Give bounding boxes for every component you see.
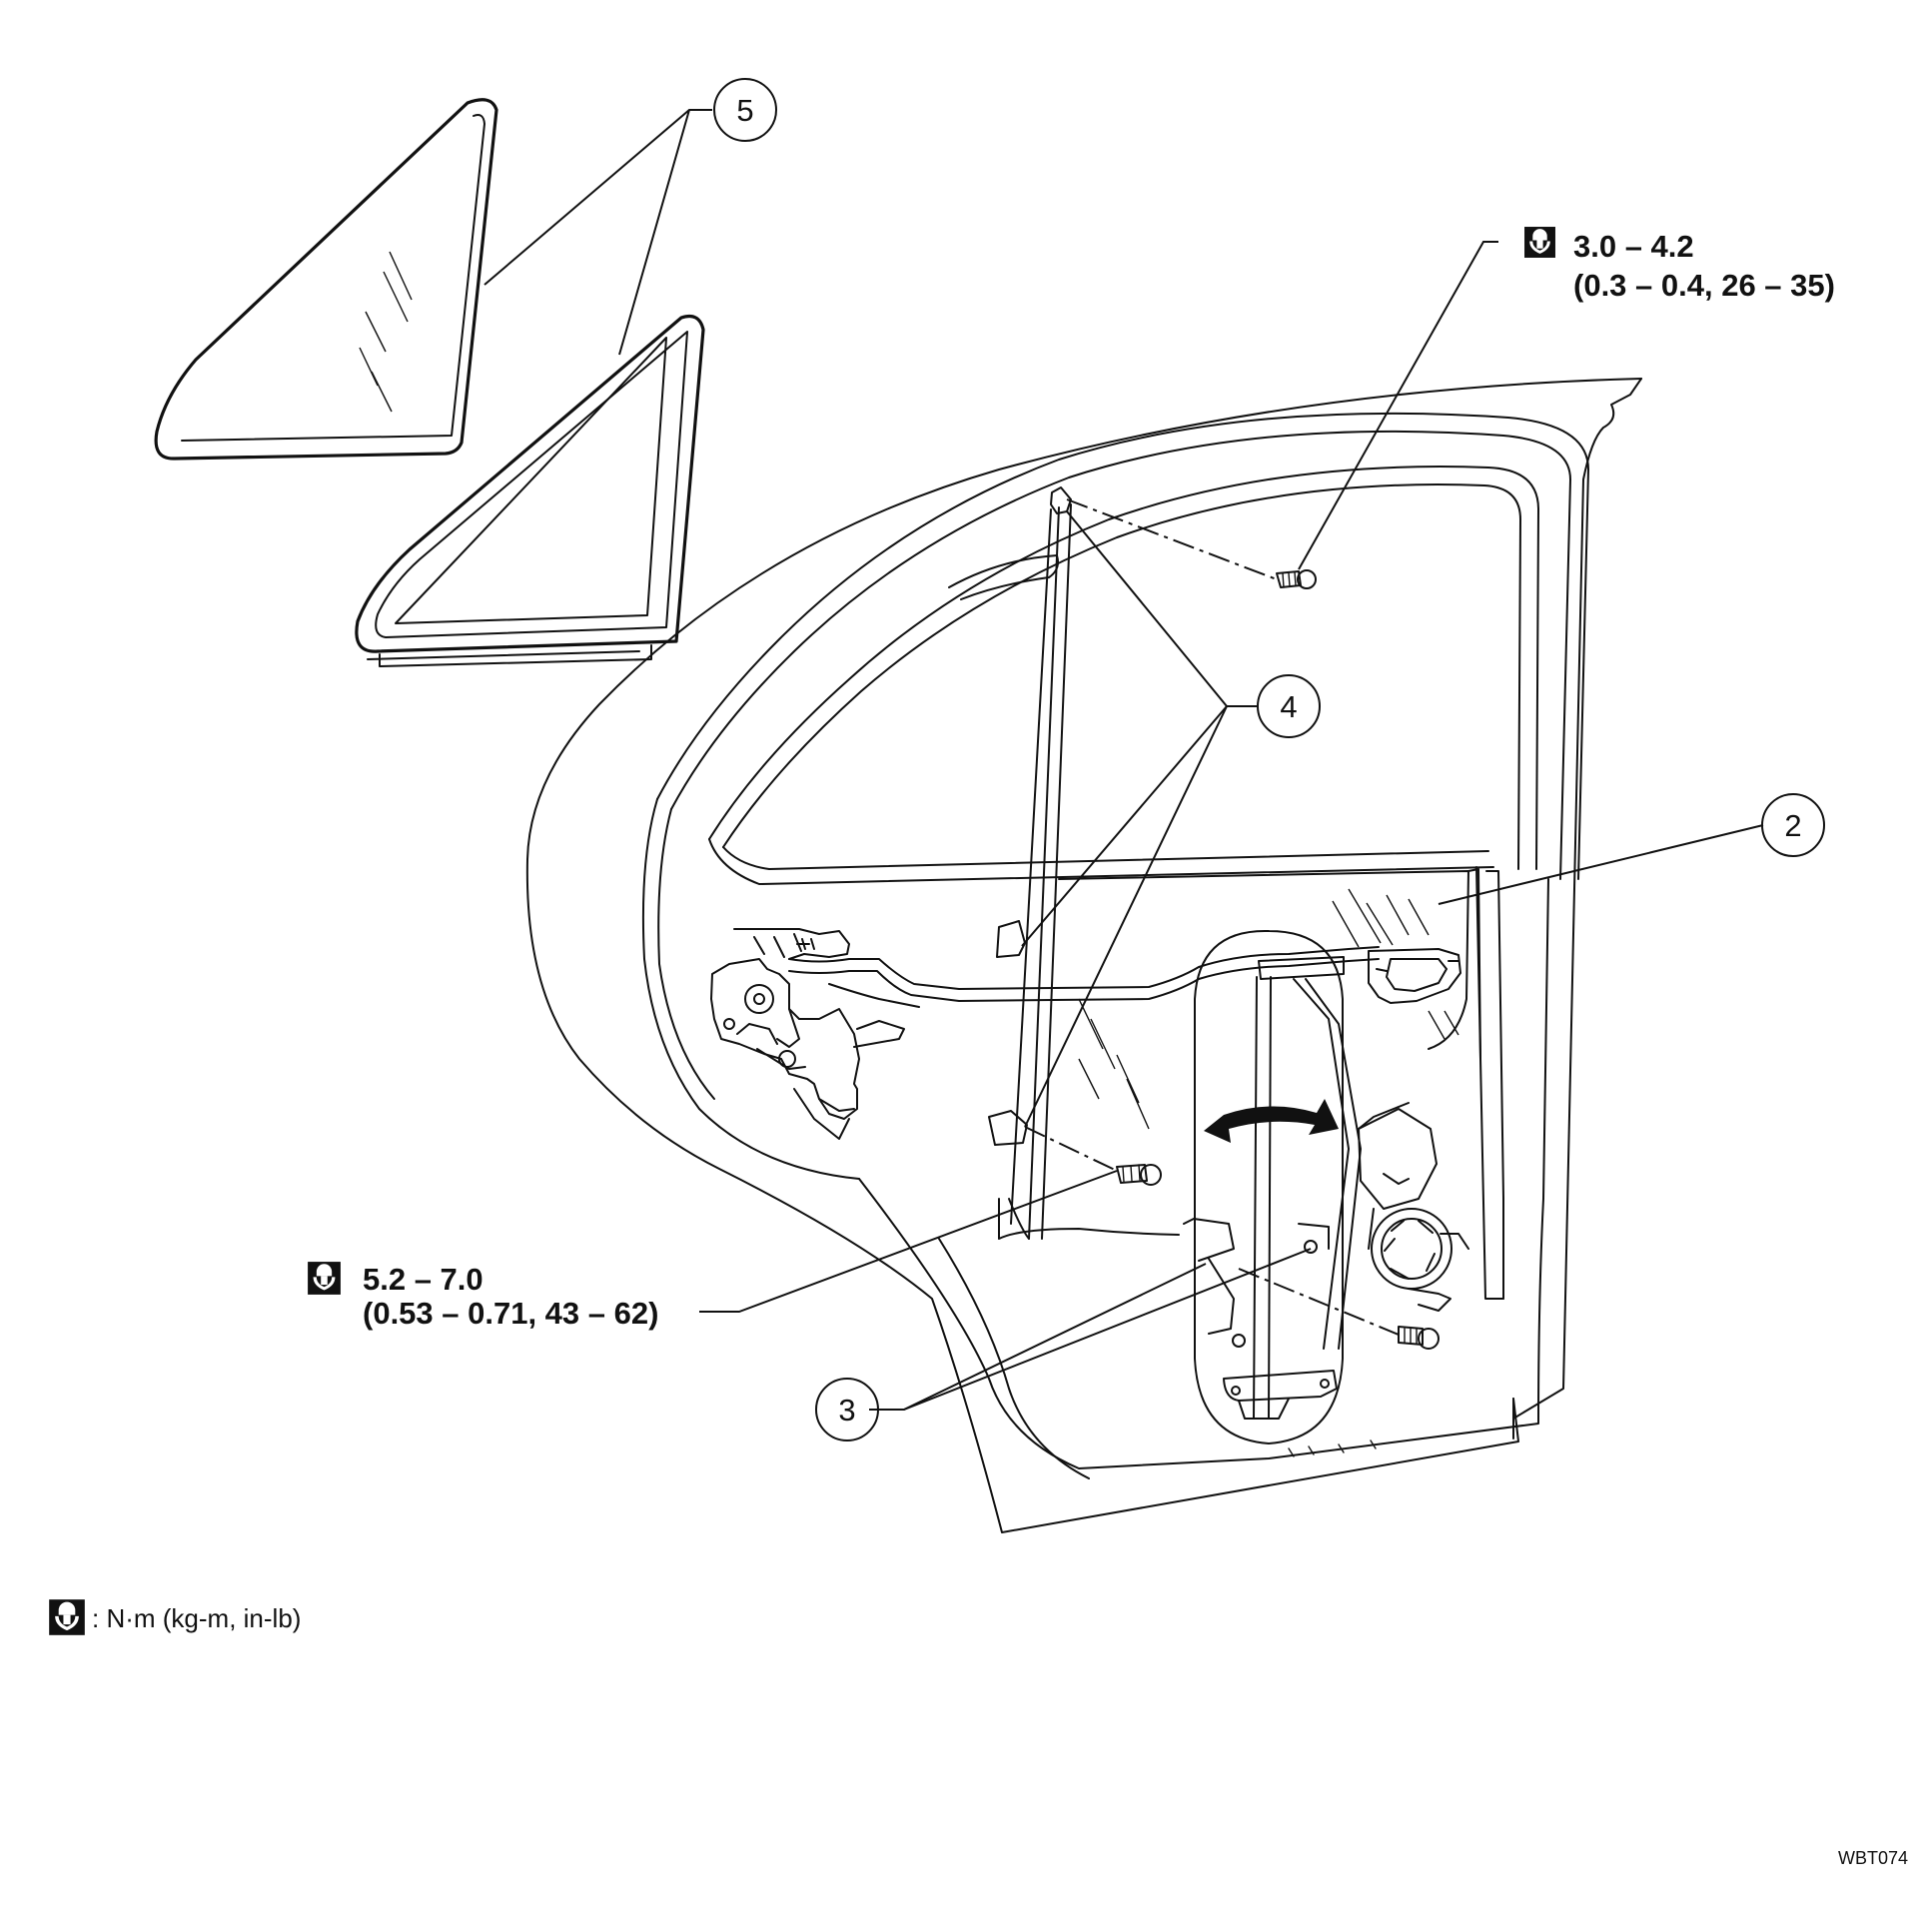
callout-5-label: 5 bbox=[736, 93, 753, 128]
partition-glass bbox=[154, 98, 498, 461]
torque-wrench-icon bbox=[49, 1599, 85, 1635]
torque-lower-alt-units: (0.53 – 0.71, 43 – 62) bbox=[363, 1296, 658, 1331]
window-regulator bbox=[1183, 956, 1362, 1420]
torque-lower-nm: 5.2 – 7.0 bbox=[363, 1262, 483, 1297]
callout-5: 5 bbox=[713, 78, 777, 142]
torque-upper-alt-units: (0.3 – 0.4, 26 – 35) bbox=[1573, 268, 1835, 303]
inside-door-handle bbox=[1368, 948, 1461, 1004]
bolt-upper bbox=[1276, 569, 1317, 589]
bolt-lower bbox=[1398, 1326, 1440, 1350]
callout-4: 4 bbox=[1257, 674, 1321, 738]
leader-lines bbox=[483, 109, 1764, 1411]
door-glass bbox=[1058, 866, 1504, 1300]
callout-3-label: 3 bbox=[838, 1393, 855, 1428]
callout-2-label: 2 bbox=[1784, 808, 1801, 843]
callout-3: 3 bbox=[815, 1378, 879, 1442]
torque-wrench-icon bbox=[1524, 227, 1555, 258]
door-lock-assembly bbox=[710, 928, 905, 1140]
lock-rods bbox=[788, 946, 1380, 1008]
torque-wrench-icon bbox=[308, 1262, 341, 1295]
torque-spec-lower: 5.2 – 7.0 (0.53 – 0.71, 43 – 62) bbox=[308, 1262, 658, 1331]
units-legend: : N·m (kg-m, in-lb) bbox=[49, 1599, 301, 1635]
torque-spec-upper: 3.0 – 4.2 (0.3 – 0.4, 26 – 35) bbox=[1524, 227, 1835, 303]
glass-run-sash bbox=[948, 486, 1150, 1240]
callout-4-label: 4 bbox=[1280, 689, 1297, 724]
regulator-motor bbox=[1358, 1102, 1469, 1312]
torque-upper-nm: 3.0 – 4.2 bbox=[1573, 229, 1694, 264]
figure-code: WBT074 bbox=[1838, 1848, 1908, 1868]
rear-door-panel bbox=[525, 378, 1642, 1533]
callout-2: 2 bbox=[1761, 793, 1825, 857]
regulator-motion-arrow bbox=[1204, 1099, 1339, 1143]
partition-glass-weatherstrip bbox=[355, 314, 705, 667]
bolt-middle bbox=[1116, 1164, 1162, 1186]
units-legend-text: : N·m (kg-m, in-lb) bbox=[92, 1603, 301, 1633]
